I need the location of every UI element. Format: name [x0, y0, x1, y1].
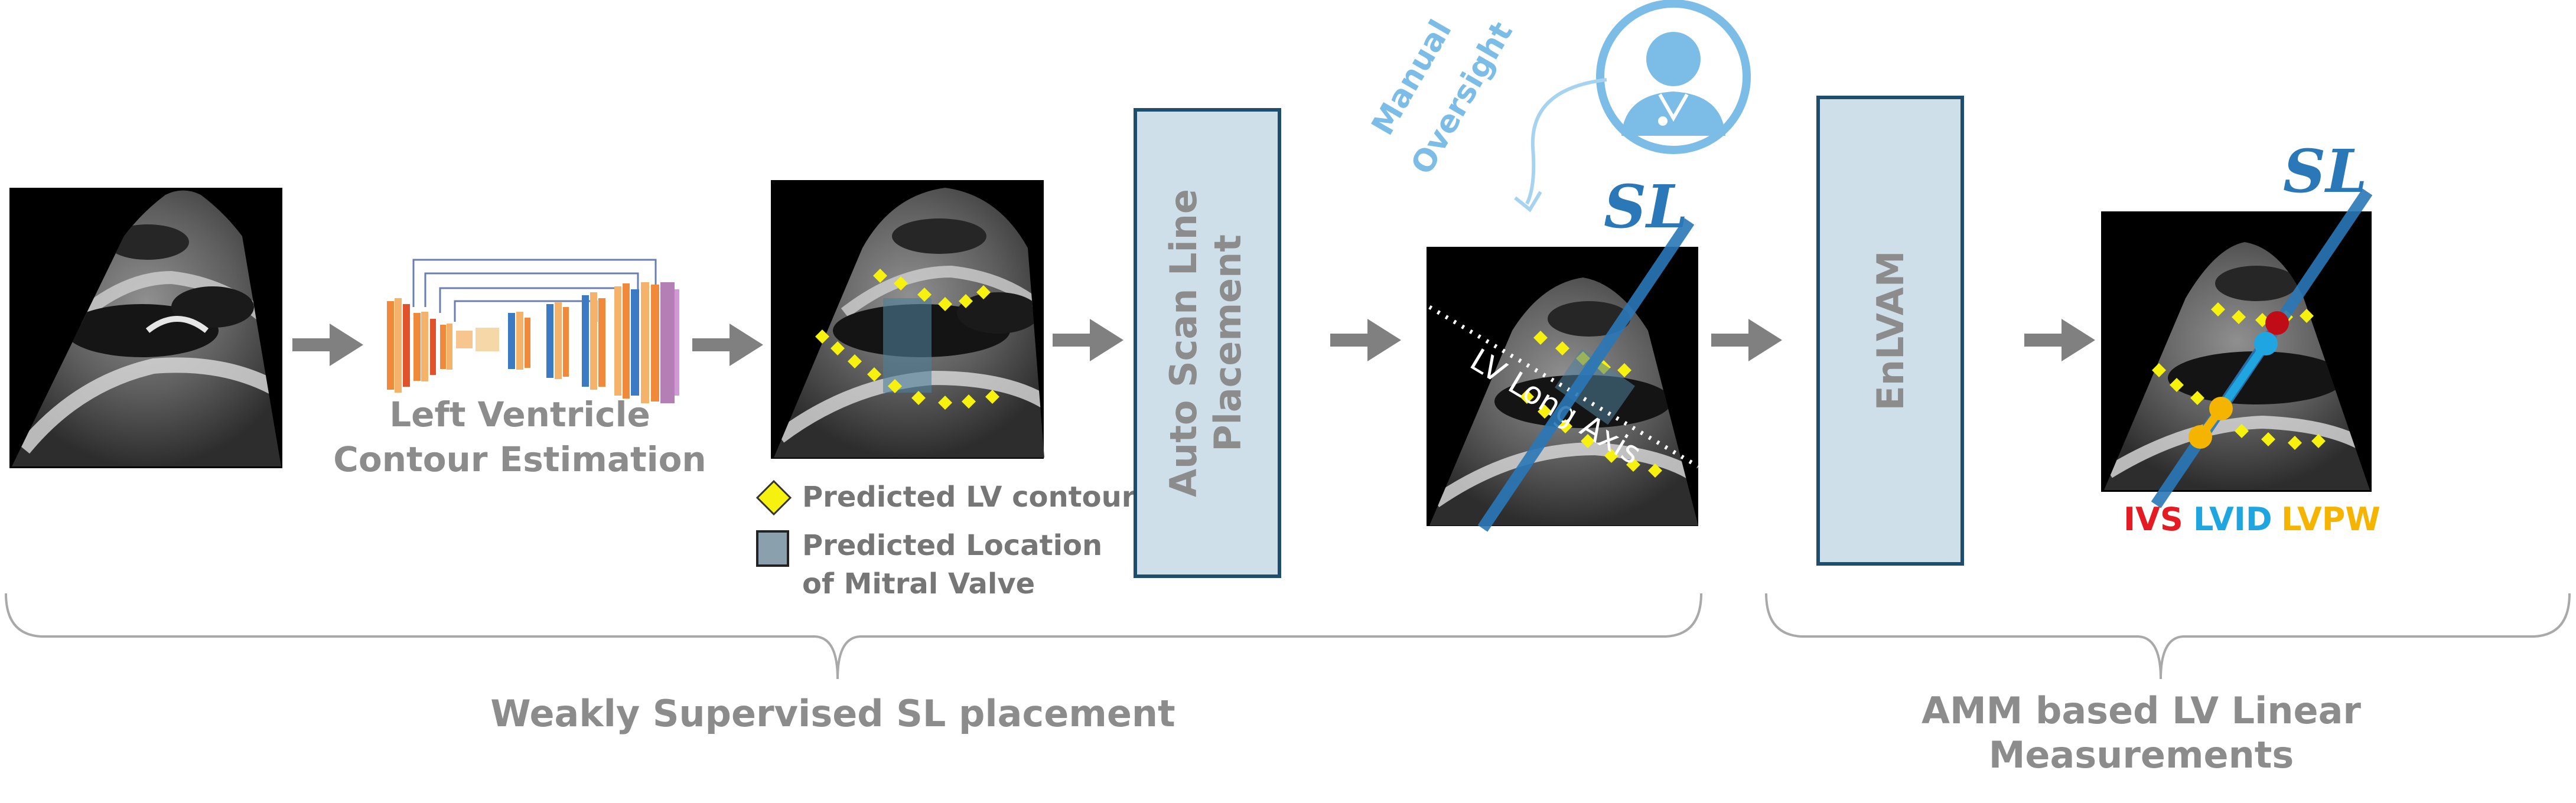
- echo-image-scanline: [1427, 247, 1698, 526]
- scan-box-line2: Placement: [1206, 234, 1249, 452]
- contour-legend-icon: [755, 479, 792, 516]
- echo-image-input: [9, 188, 282, 468]
- flow-arrow-4: [1330, 319, 1401, 361]
- group-right-line2: Measurements: [1989, 733, 2294, 776]
- lvid-segment: [2217, 341, 2269, 411]
- group-left-label: Weakly Supervised SL placement: [490, 692, 1175, 735]
- scan-box-line1: Auto Scan Line: [1162, 189, 1205, 497]
- flow-arrow-6: [2024, 319, 2095, 361]
- lvid-point-bottom: [2209, 397, 2233, 420]
- flow-arrow-1: [292, 324, 363, 366]
- group-right-line1: AMM based LV Linear: [1922, 689, 2361, 732]
- doctor-avatar: [1596, 0, 1751, 154]
- oversight-curve: [1525, 78, 1607, 205]
- enlvam-box: EnLVAM: [1816, 96, 1964, 566]
- flow-arrow-3: [1053, 319, 1123, 361]
- flow-arrow-2: [692, 324, 763, 366]
- scan-line-1: [1477, 218, 1695, 532]
- unet-model-icon: [387, 259, 679, 403]
- lvpw-point: [2189, 425, 2212, 449]
- legend-valve-line1: Predicted Location: [802, 529, 1102, 562]
- ivs-point: [2265, 311, 2289, 335]
- unet-caption-line1: Left Ventricle: [389, 394, 650, 435]
- sl-label-2: SL: [2283, 136, 2367, 206]
- bracket-right: [1765, 593, 2571, 680]
- echo-image-contour: [771, 180, 1044, 459]
- sl-label-1: SL: [1604, 172, 1688, 241]
- legend-contour: Predicted LV contour: [802, 481, 1136, 514]
- valve-legend-icon: [756, 530, 789, 567]
- mitral-valve-box: [883, 298, 932, 393]
- lvid-point-top: [2254, 332, 2278, 355]
- legend-valve-line2: of Mitral Valve: [802, 567, 1035, 600]
- legend: Predicted LV contour Predicted Location …: [755, 479, 1136, 600]
- auto-scan-line-box: Auto Scan Line Placement: [1134, 108, 1281, 578]
- unet-caption-line2: Contour Estimation: [333, 439, 706, 479]
- label-lvid: LVID: [2193, 501, 2272, 538]
- flow-arrow-5: [1711, 319, 1782, 361]
- bracket-left: [5, 593, 1702, 680]
- label-ivs: IVS: [2124, 501, 2183, 538]
- enlvam-label: EnLVAM: [1869, 251, 1912, 411]
- label-lvpw: LVPW: [2281, 501, 2380, 538]
